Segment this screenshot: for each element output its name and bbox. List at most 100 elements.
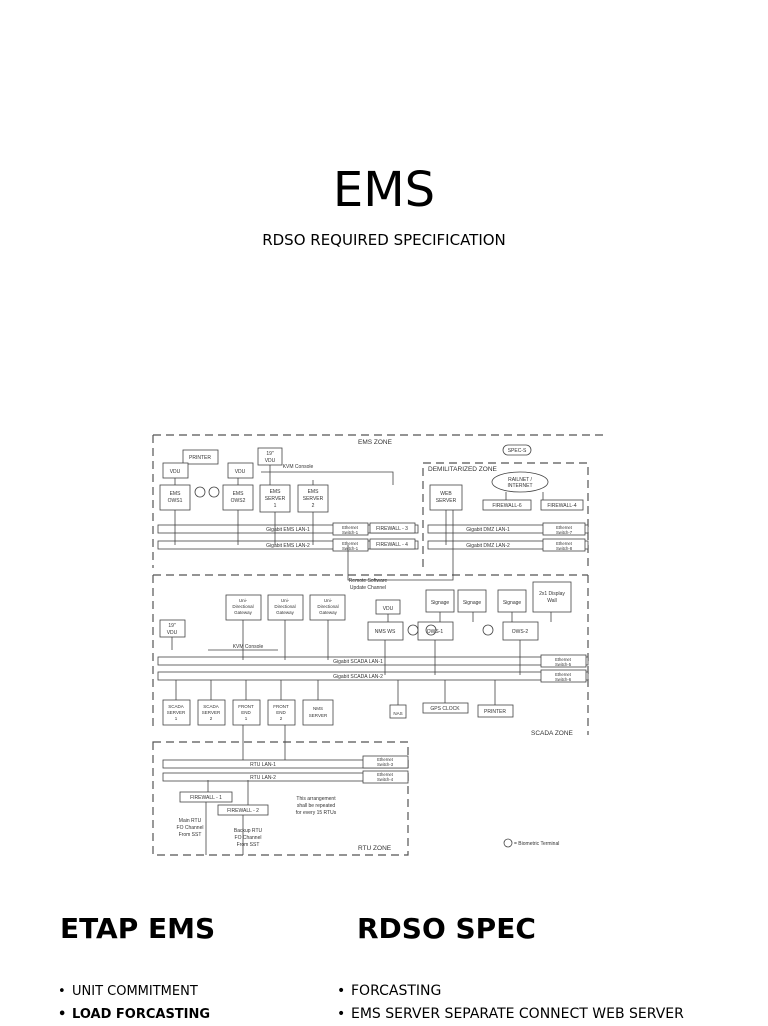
svg-text:2: 2	[210, 716, 213, 721]
svg-text:NMS WS: NMS WS	[375, 629, 396, 635]
list-item: EMS SERVER SEPARATE CONNECT WEB SERVER	[337, 1003, 684, 1026]
svg-text:2: 2	[312, 503, 315, 509]
rtu-zone-label: RTU ZONE	[358, 845, 392, 852]
svg-text:SERVER: SERVER	[202, 710, 221, 715]
svg-text:OWS-1: OWS-1	[427, 629, 444, 635]
svg-text:END: END	[241, 710, 251, 715]
svg-text:Ethernet: Ethernet	[555, 672, 572, 677]
svg-text:From SST: From SST	[179, 832, 202, 838]
svg-text:Wall: Wall	[547, 598, 557, 604]
svg-text:VDU: VDU	[265, 458, 276, 464]
svg-text:Gigabit EMS LAN-2: Gigabit EMS LAN-2	[266, 543, 310, 549]
svg-text:PRINTER: PRINTER	[189, 455, 211, 461]
svg-text:Directional: Directional	[232, 604, 253, 609]
svg-text:Switch-7: Switch-7	[556, 530, 573, 535]
svg-text:Gigabit SCADA LAN-1: Gigabit SCADA LAN-1	[333, 659, 383, 665]
svg-text:SCADA: SCADA	[203, 704, 219, 709]
svg-text:Switch-1: Switch-1	[342, 530, 359, 535]
svg-text:Ethernet: Ethernet	[377, 757, 394, 762]
svg-text:From SST: From SST	[237, 842, 260, 848]
svg-text:EMS: EMS	[170, 491, 182, 497]
svg-text:Switch-4: Switch-4	[377, 777, 394, 782]
svg-text:RTU LAN-2: RTU LAN-2	[250, 775, 276, 781]
svg-text:Signage: Signage	[463, 600, 482, 606]
svg-text:Signage: Signage	[431, 600, 450, 606]
svg-text:for every 15 RTUs: for every 15 RTUs	[296, 810, 337, 816]
page-subtitle: RDSO REQUIRED SPECIFICATION	[262, 231, 506, 249]
svg-text:2: 2	[280, 716, 283, 721]
svg-text:Switch-1: Switch-1	[342, 546, 359, 551]
svg-text:Main RTU: Main RTU	[179, 818, 202, 824]
svg-text:INTERNET: INTERNET	[508, 483, 533, 489]
etap-ems-list: UNIT COMMITMENT LOAD FORCASTING	[58, 980, 210, 1026]
svg-text:Ethernet: Ethernet	[556, 541, 573, 546]
svg-text:1: 1	[175, 716, 178, 721]
list-item: FORCASTING	[337, 980, 684, 1003]
svg-text:FRONT: FRONT	[238, 704, 254, 709]
svg-text:OWS1: OWS1	[168, 498, 183, 504]
svg-text:Gateway: Gateway	[319, 610, 338, 615]
svg-text:Gigabit SCADA LAN-2: Gigabit SCADA LAN-2	[333, 674, 383, 680]
svg-text:SERVER: SERVER	[265, 496, 286, 502]
svg-text:Switch-3: Switch-3	[377, 762, 394, 767]
rdso-spec-heading: RDSO SPEC	[357, 912, 536, 945]
svg-text:FIREWALL-4: FIREWALL-4	[547, 503, 576, 509]
svg-text:Gigabit EMS LAN-1: Gigabit EMS LAN-1	[266, 527, 310, 533]
ems-zone-label: EMS ZONE	[358, 439, 393, 446]
svg-text:NAS: NAS	[393, 711, 402, 716]
svg-text:VDU: VDU	[235, 469, 246, 475]
svg-text:Remote Software: Remote Software	[349, 578, 388, 584]
svg-text:WEB: WEB	[440, 491, 452, 497]
svg-text:EMS: EMS	[308, 489, 320, 495]
svg-text:VDU: VDU	[383, 606, 394, 612]
svg-text:Signage: Signage	[503, 600, 522, 606]
svg-text:NMS: NMS	[313, 706, 323, 711]
svg-text:Uni-: Uni-	[281, 598, 290, 603]
svg-text:END: END	[276, 710, 286, 715]
svg-text:Switch-6: Switch-6	[555, 677, 572, 682]
svg-text:SERVER: SERVER	[167, 710, 186, 715]
etap-ems-heading: ETAP EMS	[60, 912, 216, 945]
list-item: UNIT COMMITMENT	[58, 980, 210, 1003]
svg-text:= Biometric Terminal: = Biometric Terminal	[514, 841, 559, 847]
svg-text:This arrangement: This arrangement	[296, 796, 336, 802]
page-title: EMS	[332, 162, 436, 218]
svg-text:VDU: VDU	[167, 630, 178, 636]
svg-text:PRINTER: PRINTER	[484, 709, 506, 715]
svg-text:FIREWALL - 4: FIREWALL - 4	[376, 542, 408, 548]
svg-text:SERVER: SERVER	[436, 498, 457, 504]
scada-zone-label: SCADA ZONE	[531, 730, 574, 737]
svg-text:Update Channel: Update Channel	[350, 585, 386, 591]
svg-text:EMS: EMS	[233, 491, 245, 497]
svg-text:SERVER: SERVER	[309, 713, 328, 718]
svg-text:OWS2: OWS2	[231, 498, 246, 504]
svg-text:Gigabit DMZ LAN-1: Gigabit DMZ LAN-1	[466, 527, 510, 533]
svg-text:Ethernet: Ethernet	[556, 525, 573, 530]
svg-text:1: 1	[245, 716, 248, 721]
svg-text:Ethernet: Ethernet	[555, 657, 572, 662]
svg-text:RAILNET /: RAILNET /	[508, 477, 532, 483]
svg-text:GPS CLOCK: GPS CLOCK	[430, 706, 460, 712]
svg-text:FIREWALL-6: FIREWALL-6	[492, 503, 521, 509]
svg-text:FRONT: FRONT	[273, 704, 289, 709]
svg-text:19": 19"	[266, 451, 274, 457]
svg-text:Switch-8: Switch-8	[556, 546, 573, 551]
svg-text:FO Channel: FO Channel	[177, 825, 204, 831]
svg-text:FO Channel: FO Channel	[235, 835, 262, 841]
dmz-zone-label: DEMILITARIZED ZONE	[428, 466, 498, 473]
svg-text:1: 1	[274, 503, 277, 509]
svg-text:SPEC-S: SPEC-S	[508, 448, 527, 454]
svg-text:Backup RTU: Backup RTU	[234, 828, 263, 834]
svg-text:Uni-: Uni-	[324, 598, 333, 603]
svg-text:FIREWALL - 2: FIREWALL - 2	[227, 808, 259, 814]
svg-text:EMS: EMS	[270, 489, 282, 495]
svg-text:Gateway: Gateway	[276, 610, 295, 615]
svg-text:Directional: Directional	[274, 604, 295, 609]
svg-text:shall be repeated: shall be repeated	[297, 803, 336, 809]
svg-text:Directional: Directional	[317, 604, 338, 609]
svg-text:Uni-: Uni-	[239, 598, 248, 603]
svg-text:SERVER: SERVER	[303, 496, 324, 502]
svg-text:Switch-5: Switch-5	[555, 662, 572, 667]
svg-text:FIREWALL - 3: FIREWALL - 3	[376, 526, 408, 532]
svg-text:Ethernet: Ethernet	[342, 541, 359, 546]
